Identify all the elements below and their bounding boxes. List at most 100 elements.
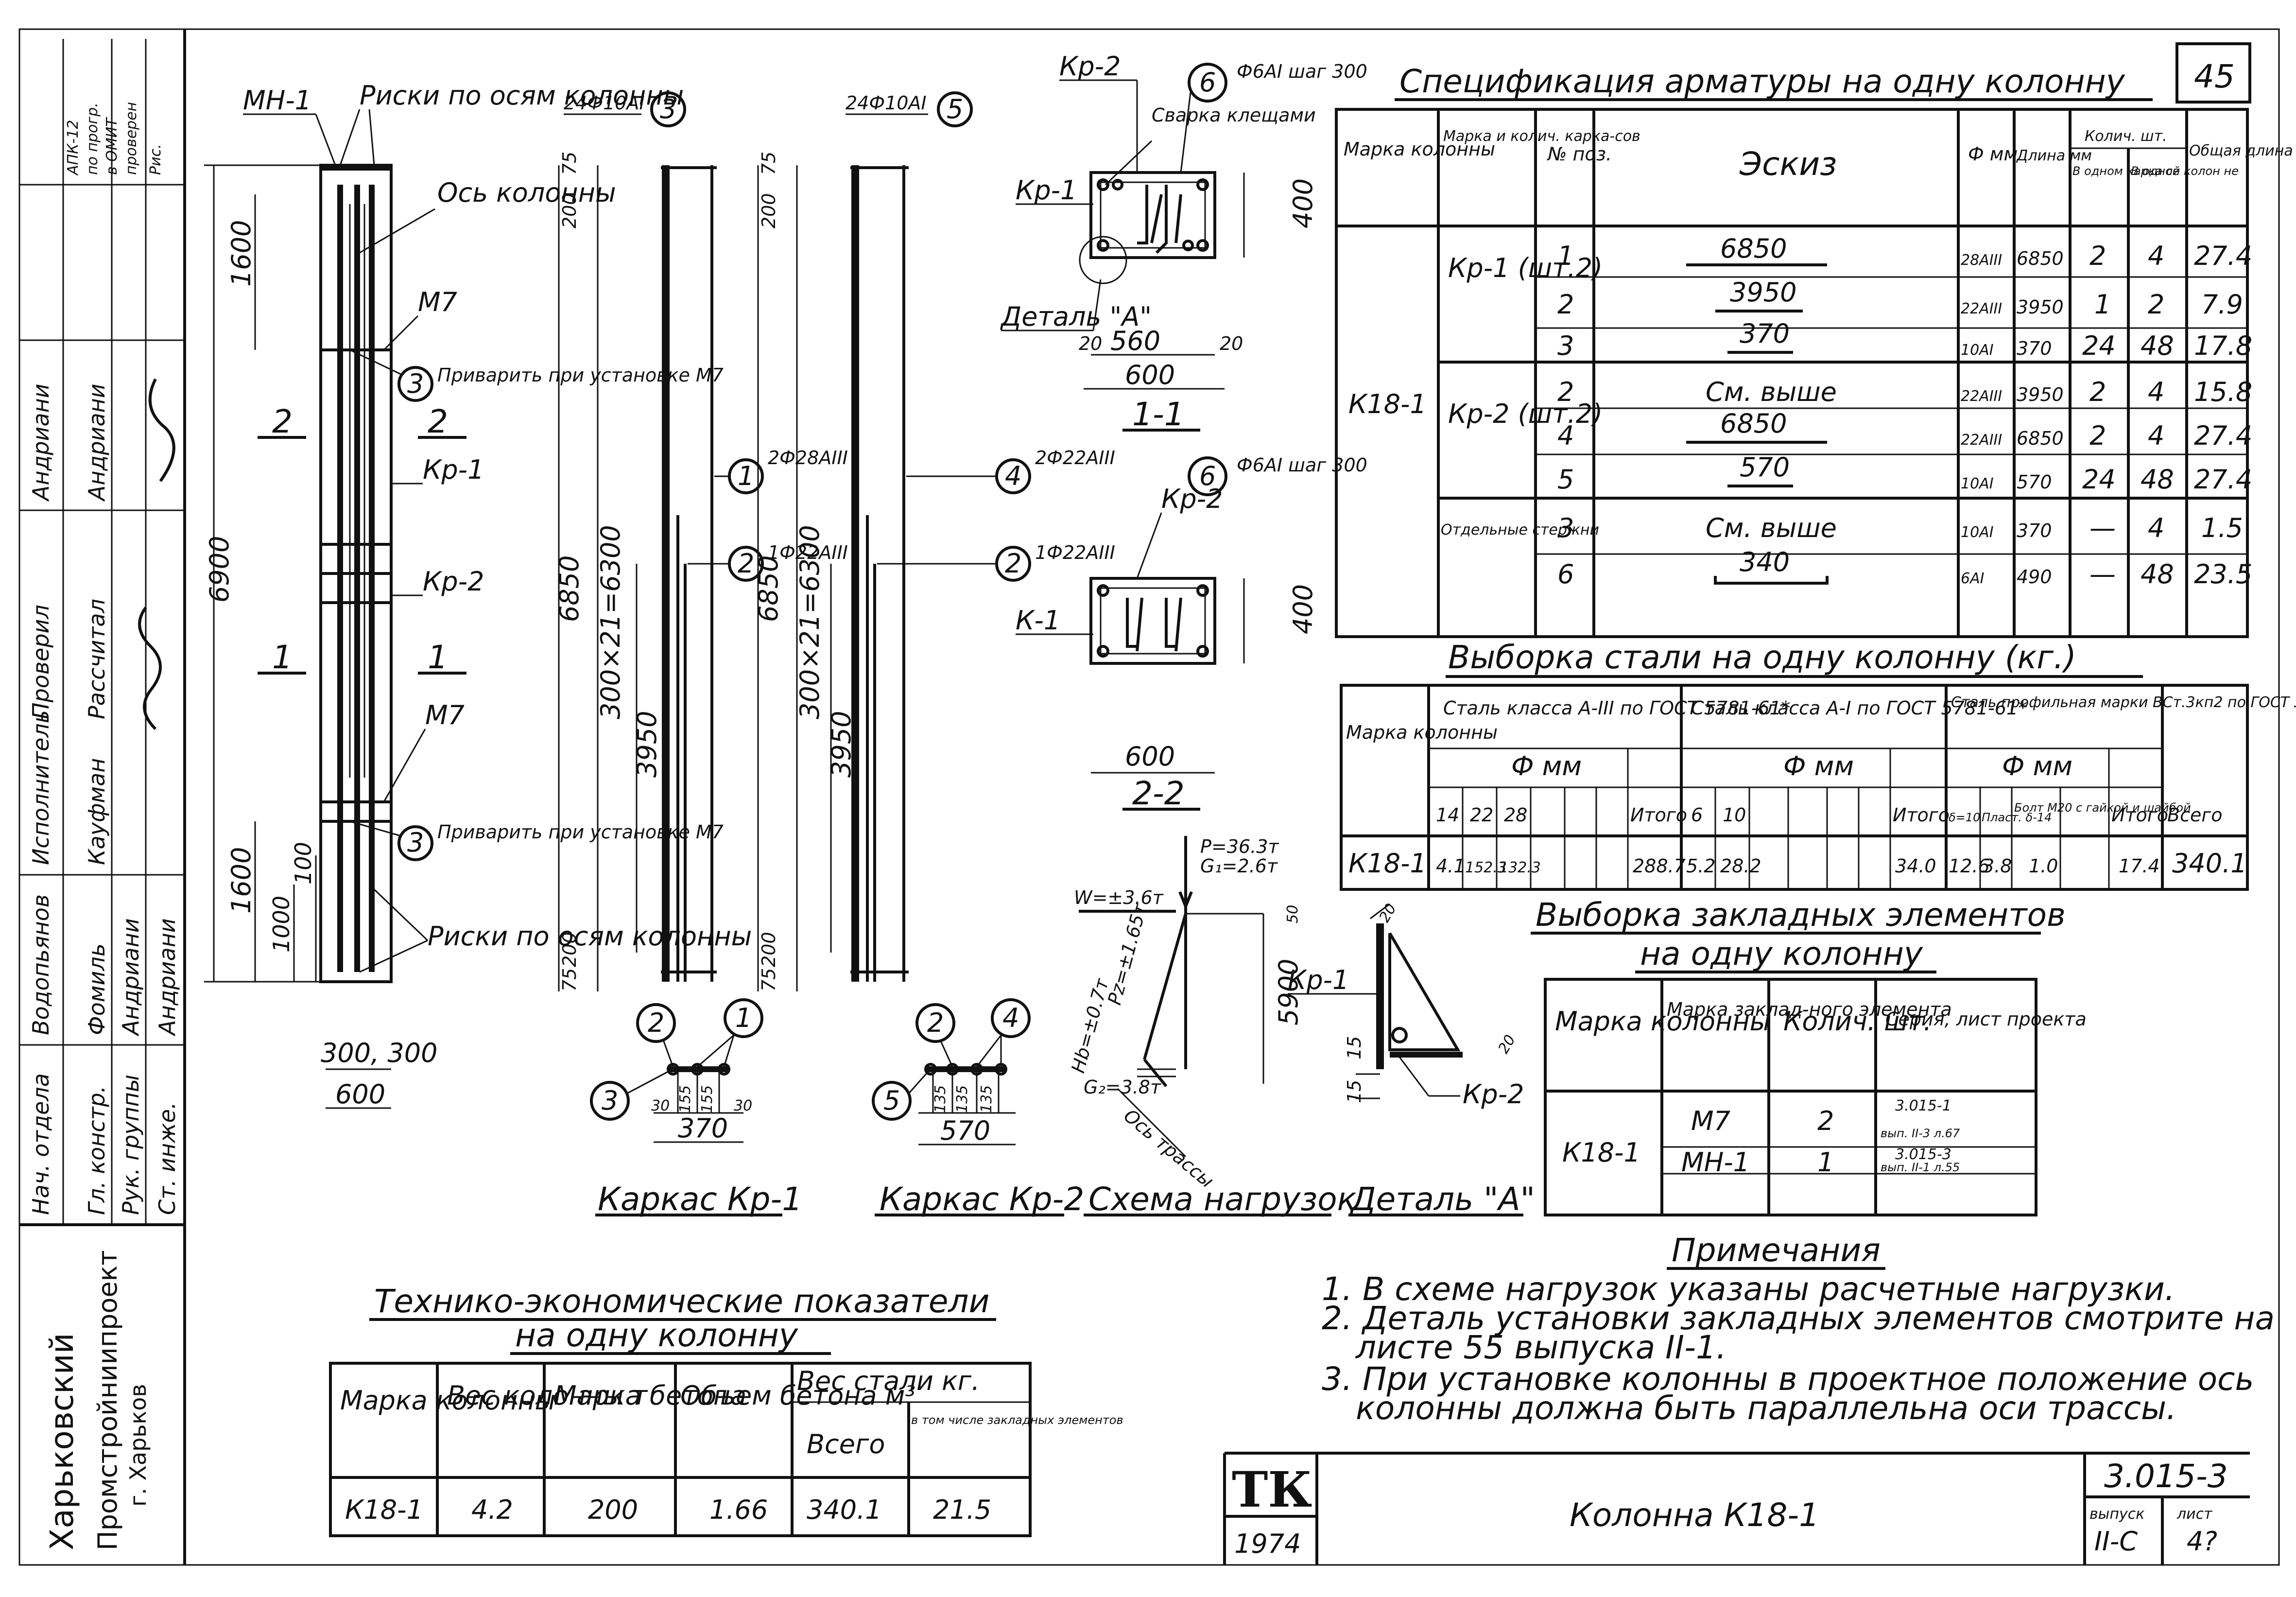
- bar2-label: 1Ф22АIII: [768, 542, 848, 563]
- load-g1: G₁=2.6т: [1200, 855, 1278, 877]
- mark-5-sec-kr2-text: 5: [883, 1085, 900, 1116]
- svg-text:34.0: 34.0: [1895, 855, 1936, 877]
- stamp-top-2: проверен: [123, 102, 140, 175]
- load-w: W=±3.6т: [1074, 887, 1164, 908]
- phi6-label-top: Ф6АI шаг 300: [1237, 61, 1367, 82]
- dim-370: 370: [678, 1113, 728, 1144]
- embed-row: М7 2 3.015-1 вып. II-3 л.67: [1691, 1097, 1960, 1140]
- steel-sub-6: 6: [1691, 804, 1703, 826]
- spec-h-len: Длина мм: [2016, 147, 2092, 164]
- tech-h-mark: Марка колонны: [340, 1385, 555, 1416]
- svg-text:5: 5: [1557, 464, 1574, 495]
- svg-text:1.66: 1.66: [709, 1494, 768, 1525]
- steel-h-prof: Сталь профильная марки ВСт.3кп2 по ГОСТ …: [1951, 694, 2296, 711]
- dim-570: 570: [940, 1115, 990, 1146]
- svg-text:27.4: 27.4: [2194, 241, 2252, 271]
- tech-title-1: Технико-экономические показатели: [374, 1283, 990, 1320]
- steel-h-a1: Сталь класса А-I по ГОСТ 5781-61*: [1691, 697, 2027, 719]
- spec-h-karkas: Марка и колич. карка-сов: [1443, 128, 1640, 145]
- steel-phi-a1: Ф мм: [1783, 751, 1854, 781]
- svg-text:10АI: 10АI: [1961, 342, 1994, 359]
- mark-3-kr1: [650, 91, 686, 127]
- svg-text:3: 3: [1557, 330, 1574, 361]
- dim-300-300: 300, 300: [321, 1038, 437, 1068]
- mark-3-sec-kr1: [590, 1081, 630, 1121]
- mark-1-kr1: [728, 458, 764, 494]
- dim-155b: 155: [699, 1085, 716, 1113]
- dim-75b-kr2: 75: [758, 968, 779, 991]
- note-1: 1. В схеме нагрузок указаны расчетные на…: [1322, 1270, 2175, 1308]
- svg-text:340.1: 340.1: [807, 1494, 882, 1525]
- spec-row: 3 См. выше 10АI 370 — 4 1.5: [1557, 513, 2243, 543]
- dim-20-left: 20: [1079, 333, 1102, 354]
- dim-200-kr2: 200: [758, 193, 779, 228]
- steel-sub-10: 10: [1723, 804, 1746, 826]
- bar3-label: 24Ф10АI: [564, 92, 645, 114]
- dim-100: 100: [290, 842, 316, 885]
- note-3b: колонны должна быть параллельна оси трас…: [1356, 1389, 2176, 1427]
- mark-6-sec22-text: 6: [1199, 461, 1216, 491]
- load-scheme-title: Схема нагрузок: [1088, 1180, 1357, 1218]
- svg-text:1: 1: [1557, 241, 1574, 271]
- spec-h-pos: № поз.: [1547, 143, 1612, 165]
- svg-text:370: 370: [2017, 338, 2052, 359]
- section-1-1-title: 1-1: [1132, 396, 1185, 433]
- steel-phi-prof: Ф мм: [2002, 751, 2072, 781]
- mark-5-sec-kr2: [872, 1081, 912, 1121]
- tech-h-concrete: Марка бетона: [554, 1380, 746, 1411]
- embed-title-2: на одну колонну: [1640, 935, 1923, 972]
- mark-3-top-text: 3: [407, 368, 424, 399]
- svg-text:6АI: 6АI: [1961, 570, 1985, 587]
- svg-text:21.5: 21.5: [933, 1494, 991, 1525]
- svg-text:152.3: 152.3: [1465, 859, 1507, 876]
- spec-row: 4 6850 22АIII 6850 2 4 27.4: [1557, 408, 2252, 451]
- load-scheme: P=36.3т G₁=2.6т W=±3.6т Pz=±1.65т Hb=±0.…: [1067, 836, 1357, 1218]
- dim-30b: 30: [734, 1097, 752, 1114]
- steel-sub-14: 14: [1436, 804, 1459, 826]
- spec-sub-kolonna: В одной колон не: [2131, 164, 2239, 178]
- svg-text:48: 48: [2141, 559, 2174, 590]
- embed-h-qty: Колич. шт.: [1783, 1006, 1932, 1037]
- dim-20-detail: 20: [1376, 901, 1400, 925]
- section-2-2: Кр-2 6 Ф6АI шаг 300 К-1 400 600 2-2: [1016, 454, 1367, 812]
- label-privarit-bottom: Приварить при установке М7: [437, 821, 724, 843]
- mark-5-kr2-text: 5: [947, 94, 963, 124]
- svg-text:7.9: 7.9: [2201, 289, 2243, 320]
- drawing-title: Колонна К18-1: [1570, 1496, 1819, 1534]
- label-svarka: Сварка клещами: [1152, 104, 1316, 126]
- svg-text:4.1: 4.1: [1436, 855, 1465, 877]
- steel-phi-a3: Ф мм: [1511, 751, 1582, 781]
- section-2-right: 2: [428, 403, 448, 440]
- svg-text:2: 2: [1557, 289, 1574, 320]
- steel-sub-28: 28: [1504, 804, 1527, 826]
- svg-text:3: 3: [1557, 513, 1574, 543]
- dim-400-sec11: 400: [1288, 178, 1318, 228]
- svg-text:17.8: 17.8: [2194, 330, 2252, 361]
- svg-text:200: 200: [588, 1494, 638, 1525]
- stamp-name-6: Андриани: [84, 383, 110, 502]
- svg-text:22АIII: 22АIII: [1961, 300, 2002, 317]
- svg-text:48: 48: [2141, 330, 2174, 361]
- mark-6-sec11-text: 6: [1199, 67, 1216, 98]
- dim-75b-kr1: 75: [559, 968, 580, 991]
- svg-text:490: 490: [2017, 566, 2052, 588]
- tech-row: К18-1 4.2 200 1.66 340.1 21.5: [345, 1494, 991, 1525]
- tech-title-2: на одну колонну: [515, 1317, 798, 1354]
- steel-itogo-a1: Итого: [1893, 804, 1950, 826]
- steel-sub-plast: Пласт. δ-14: [1982, 811, 2052, 824]
- svg-text:6850: 6850: [1720, 408, 1787, 439]
- label-k1: К-1: [1016, 605, 1060, 636]
- spec-group-kr1: Кр-1 (шт.2): [1448, 253, 1603, 283]
- dim-15-detail: 15: [1344, 1036, 1365, 1059]
- notes-title: Примечания: [1672, 1232, 1881, 1269]
- stamp-role-3: Ст. инже.: [154, 1102, 180, 1215]
- org-city: г. Харьков: [125, 1384, 151, 1507]
- svg-text:4: 4: [2148, 241, 2164, 271]
- label-kr1-detail: Кр-1: [1288, 965, 1349, 995]
- dim-400-sec22: 400: [1288, 584, 1318, 634]
- spec-h-phi: Ф мм: [1968, 143, 2018, 165]
- dim-600-sec22: 600: [1125, 741, 1175, 772]
- svg-text:3950: 3950: [2017, 296, 2064, 318]
- mark-6-sec11: [1188, 63, 1227, 103]
